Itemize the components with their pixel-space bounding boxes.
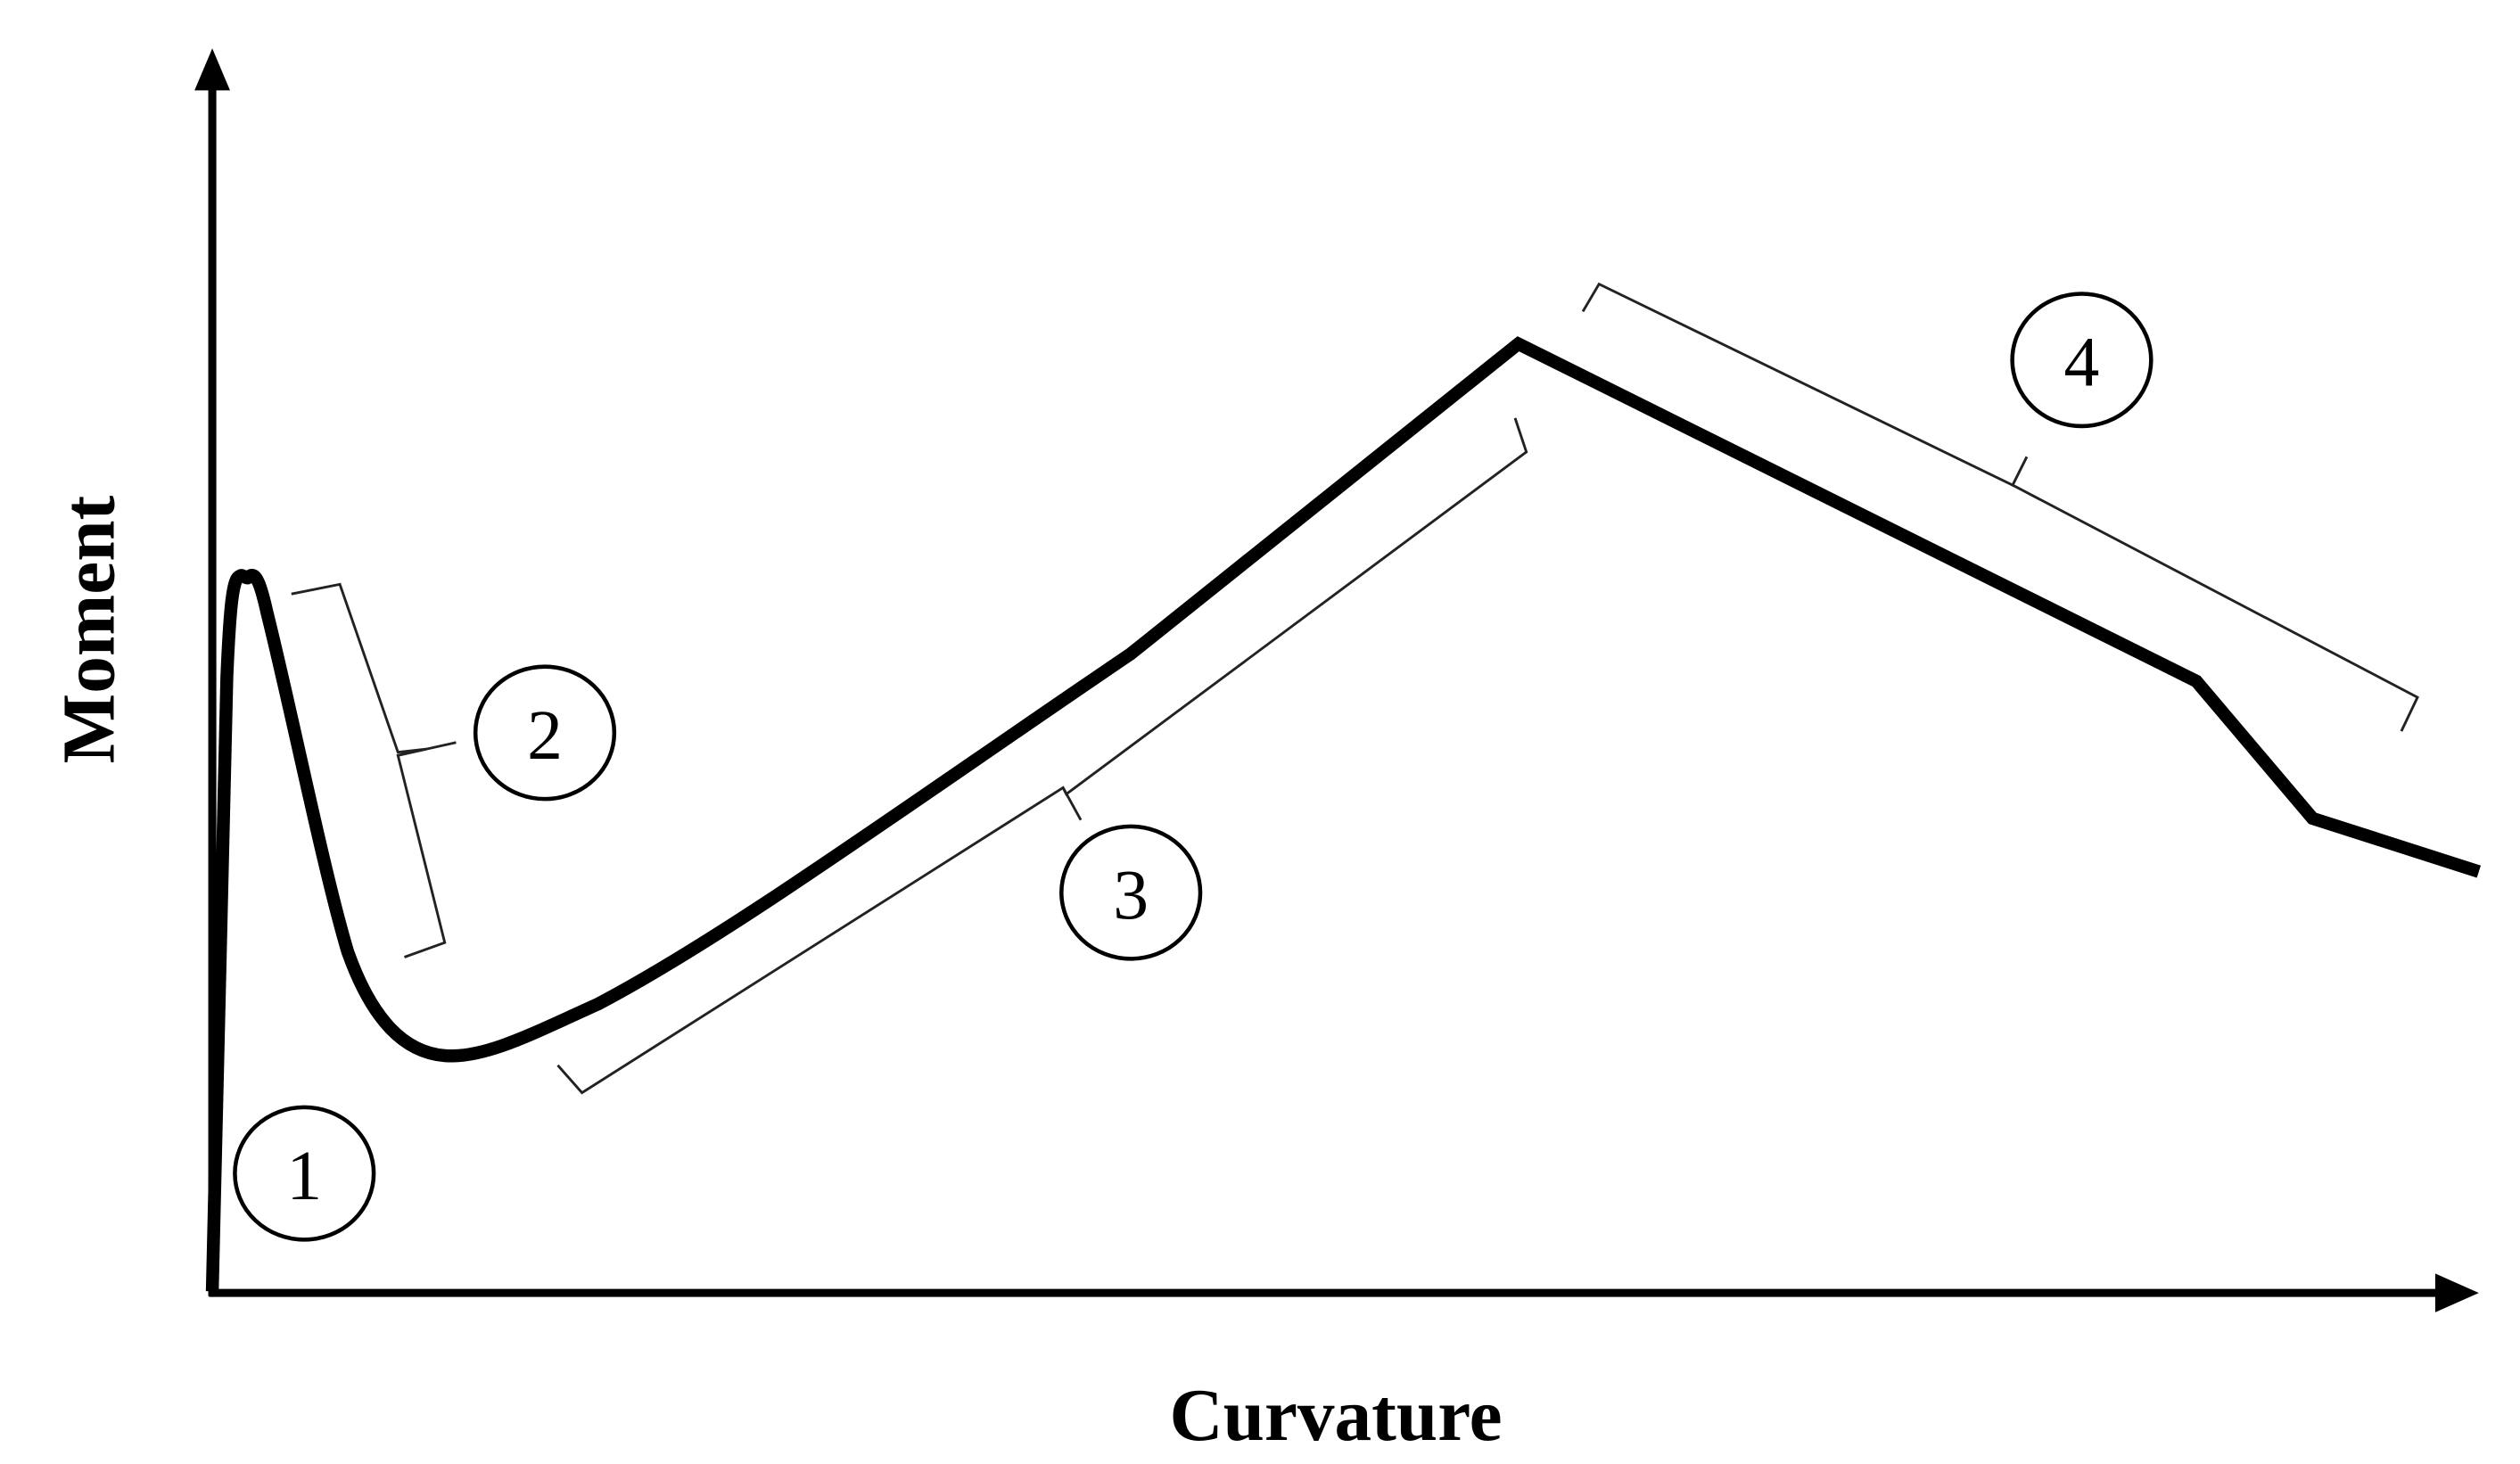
stage-label-1: 1 — [286, 1137, 322, 1215]
stage-marker-2: 2 — [473, 664, 617, 802]
bracket-stage-4 — [1581, 282, 2419, 732]
stage-marker-4: 4 — [2010, 292, 2154, 429]
y-axis-title: Moment — [49, 495, 131, 763]
moment-curvature-curve — [205, 336, 2482, 1292]
x-axis-title: Curvature — [1170, 1375, 1503, 1457]
stage-label-4: 4 — [2064, 324, 2100, 402]
bracket-stage-2 — [291, 582, 447, 958]
x-axis — [209, 1273, 2479, 1312]
bracket-stage-3 — [556, 417, 1528, 1095]
stage-marker-3: 3 — [1059, 824, 1203, 961]
stage-label-2: 2 — [527, 696, 563, 775]
stage-label-3: 3 — [1113, 856, 1149, 934]
stage-marker-1: 1 — [233, 1105, 376, 1242]
